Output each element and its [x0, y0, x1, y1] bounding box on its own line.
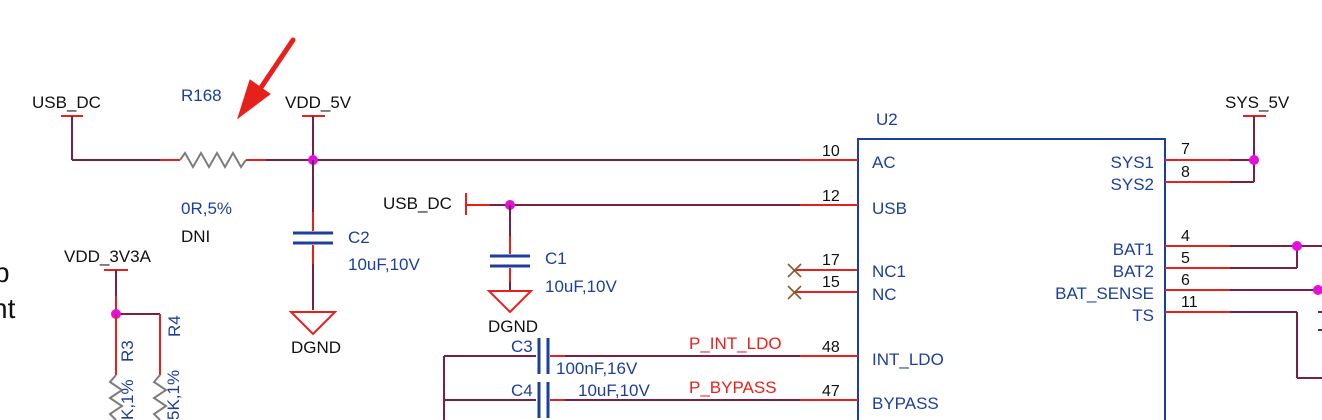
u2-pin-num-usb: 12 — [822, 188, 840, 205]
u2-body — [857, 138, 1166, 420]
r168-value: 0R,5% — [181, 199, 232, 218]
r3-value: K,1% — [118, 379, 137, 420]
c1-value: 10uF,10V — [545, 277, 617, 296]
u2-pin-num-ts: 11 — [1181, 294, 1198, 311]
junction-sys-5v — [1249, 155, 1259, 165]
u2-pin-name-bat1: BAT1 — [1113, 240, 1154, 259]
capacitor-c3: C3 100nF,16V P_INT_LDO — [444, 334, 800, 378]
dgnd-label-c1: DGND — [488, 317, 538, 336]
r4-ref: R4 — [165, 315, 184, 337]
u2-pin-num-int-ldo: 48 — [822, 339, 840, 356]
r168-ref: R168 — [181, 86, 222, 105]
r3-ref: R3 — [118, 340, 137, 362]
u2-pin-name-nc: NC — [872, 285, 897, 304]
net-label-vdd-3v3a: VDD_3V3A — [64, 247, 152, 266]
net-label-vdd-5v: VDD_5V — [285, 93, 352, 112]
u2-pin-name-bypass: BYPASS — [872, 394, 939, 413]
c4-value: 10uF,10V — [578, 381, 650, 400]
net-label-usb-dc-left: USB_DC — [32, 93, 101, 112]
u2-pin-name-nc1: NC1 — [872, 262, 906, 281]
usb-dc-port-mid: USB_DC — [383, 193, 800, 215]
c4-ref: C4 — [511, 381, 533, 400]
u2-pin-name-sys2: SYS2 — [1111, 175, 1154, 194]
net-label-sys-5v: SYS_5V — [1225, 93, 1290, 112]
u2-pin-name-ac: AC — [872, 153, 896, 172]
capacitor-c4: C4 10uF,10V P_BYPASS — [444, 378, 800, 418]
u2-pin-name-sys1: SYS1 — [1111, 153, 1154, 172]
net-label-p-int-ldo: P_INT_LDO — [689, 334, 782, 353]
u2-pin-num-bypass: 47 — [822, 383, 840, 400]
c3-ref: C3 — [511, 337, 533, 356]
capacitor-c1: C1 10uF,10V DGND — [486, 205, 617, 336]
u2-pin-name-ts: TS — [1132, 306, 1154, 325]
junction-bat-sense — [1313, 285, 1322, 295]
u2-ref: U2 — [876, 110, 898, 129]
net-label-usb-dc-mid: USB_DC — [383, 194, 452, 213]
ic-u2: U2 10 AC 12 USB 17 NC1 15 NC 48 INT_LDO … — [800, 110, 1230, 420]
u2-pin-num-bat1: 4 — [1181, 228, 1190, 245]
usb-dc-port-left: USB_DC — [32, 93, 101, 160]
nc-markers — [787, 263, 858, 300]
u2-pin-num-bat2: 5 — [1181, 250, 1190, 267]
u2-pin-num-nc: 15 — [822, 274, 840, 291]
capacitor-c2: C2 10uF,10V DGND — [288, 160, 420, 357]
c3-value: 100nF,16V — [556, 359, 638, 378]
vdd-3v3a-branch: VDD_3V3A R3 R4 K,1% 5K,1% — [64, 247, 184, 420]
edge-text-line1: p — [0, 257, 10, 288]
sys-5v-port: SYS_5V — [1225, 93, 1290, 183]
bat-nets — [1230, 241, 1322, 379]
u2-pin-num-ac: 10 — [822, 143, 840, 160]
c2-ref: C2 — [348, 228, 370, 247]
annotation-arrow — [237, 37, 296, 120]
c2-value: 10uF,10V — [348, 255, 420, 274]
u2-pin-name-bat2: BAT2 — [1113, 262, 1154, 281]
edge-text-line2: nt — [0, 293, 16, 324]
r4-value: 5K,1% — [164, 370, 183, 420]
u2-pin-name-usb: USB — [872, 199, 907, 218]
u2-pin-name-bat-sense: BAT_SENSE — [1055, 284, 1154, 303]
c1-ref: C1 — [545, 249, 567, 268]
r168-note: DNI — [181, 227, 210, 246]
u2-pin-num-sys2: 8 — [1181, 164, 1190, 181]
u2-pin-num-bat-sense: 6 — [1181, 272, 1190, 289]
u2-pin-num-nc1: 17 — [822, 252, 840, 269]
u2-pin-num-sys1: 7 — [1181, 141, 1190, 158]
vdd-5v-port: VDD_5V — [285, 93, 352, 160]
junction-bat — [1292, 241, 1302, 251]
resistor-r168: R168 0R,5% DNI — [72, 86, 266, 246]
u2-pin-name-int-ldo: INT_LDO — [872, 350, 944, 369]
dgnd-label-c2: DGND — [291, 338, 341, 357]
net-label-p-bypass: P_BYPASS — [689, 378, 777, 397]
